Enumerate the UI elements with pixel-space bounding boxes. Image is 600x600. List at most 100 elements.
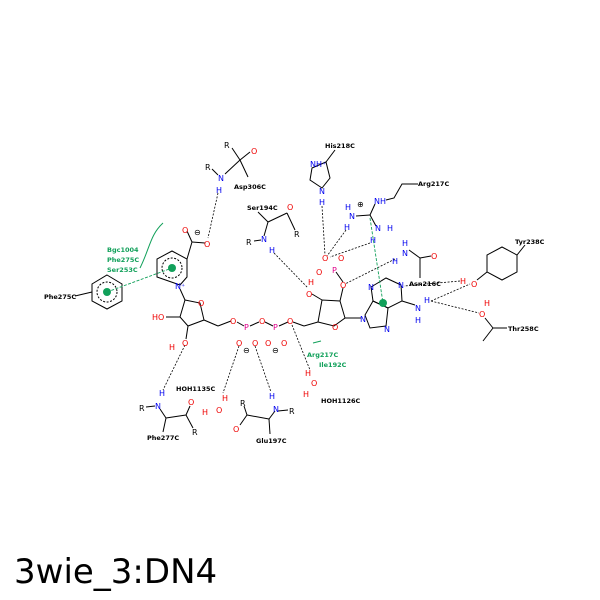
atom-r: R xyxy=(192,428,198,437)
ring-centroid xyxy=(103,288,111,296)
charge-minus: ⊖ xyxy=(243,346,250,355)
atom-o: O xyxy=(251,147,257,156)
atom-o: O xyxy=(259,317,265,326)
atom-r: R xyxy=(224,141,230,150)
atom-n: N xyxy=(375,224,381,233)
atom-o: O xyxy=(182,226,188,235)
hydrophobic-contour xyxy=(312,340,322,344)
atom-o: O xyxy=(281,339,287,348)
atom-h: H xyxy=(402,239,408,248)
hydrophobic-label: Ile192C xyxy=(319,361,347,369)
atom-h: H xyxy=(460,277,466,286)
atom-h: H xyxy=(269,392,275,401)
ring-centroid xyxy=(379,299,387,307)
atom-n: N xyxy=(415,304,421,313)
atom-h: H xyxy=(308,278,314,287)
residue-label-asp306: Asp306C xyxy=(234,183,266,191)
atom-h: H xyxy=(222,394,228,403)
atom-n: N xyxy=(155,402,161,411)
atom-p: P xyxy=(273,323,278,332)
atom-n: N xyxy=(349,212,355,221)
atom-h: H xyxy=(169,343,175,352)
atom-n: N xyxy=(402,249,408,258)
atom-o: O xyxy=(306,290,312,299)
atom-o: O xyxy=(182,339,188,348)
atom-h: H xyxy=(202,408,208,417)
residue-label-hoh1126: HOH1126C xyxy=(321,397,360,405)
atom-h: H xyxy=(319,198,325,207)
diagram-title: 3wie_3:DN4 xyxy=(14,552,218,592)
atom-n: N⁺ xyxy=(175,282,185,291)
atom-o: O xyxy=(322,254,328,263)
atom-n: N xyxy=(384,325,390,334)
ligand-bonds xyxy=(74,147,526,435)
atom-nh: NH xyxy=(374,197,386,206)
atom-labels: N⁺ O O ⊖ O HO O H O P O P O O O O O ⊖ ⊖ … xyxy=(139,141,490,437)
atom-o: O xyxy=(287,317,293,326)
atom-h: H xyxy=(484,299,490,308)
atom-o: O xyxy=(316,268,322,277)
atom-h: H xyxy=(424,296,430,305)
residue-label-glu197: Glu197C xyxy=(256,437,287,445)
residue-label-tyr238: Tyr238C xyxy=(515,238,545,246)
atom-o: O xyxy=(479,310,485,319)
atom-n: N xyxy=(360,315,366,324)
residue-label-asn216: Asn216C xyxy=(409,280,441,288)
residue-label-phe277: Phe277C xyxy=(147,434,179,442)
atom-o: O xyxy=(198,299,204,308)
hydrophobic-label: Arg217C xyxy=(307,351,338,359)
hydrophobic-label: Bgc1004 xyxy=(107,246,139,254)
residue-label-his218: His218C xyxy=(325,142,355,150)
atom-nh: NH⁺ xyxy=(310,160,326,169)
residue-label-phe275: Phe275C xyxy=(44,293,76,301)
atom-h: H xyxy=(269,246,275,255)
atom-h: H xyxy=(392,257,398,266)
atom-o: O xyxy=(236,339,242,348)
atom-o: O xyxy=(431,252,437,261)
residue-label-arg217: Arg217C xyxy=(418,180,449,188)
atom-h: H xyxy=(344,223,350,232)
atom-h: H xyxy=(370,236,376,245)
atom-h: H xyxy=(303,390,309,399)
atom-p: P xyxy=(244,323,249,332)
atom-n: N xyxy=(398,281,404,290)
charge-plus: ⊕ xyxy=(357,200,364,209)
atom-n: N xyxy=(261,235,267,244)
atom-n: N xyxy=(319,187,325,196)
charge-minus: ⊖ xyxy=(194,228,201,237)
atom-o: O xyxy=(332,323,338,332)
residue-labels: His218C Arg217C Asp306C Ser194C Tyr238C … xyxy=(44,142,545,445)
atom-ho: HO xyxy=(152,313,164,322)
atom-n: N xyxy=(273,405,279,414)
atom-r: R xyxy=(289,407,295,416)
ring-centroid xyxy=(168,264,176,272)
atom-h: H xyxy=(415,316,421,325)
atom-o: O xyxy=(338,254,344,263)
atom-n: N xyxy=(368,283,374,292)
hydrophobic-label: Phe275C xyxy=(107,256,139,264)
atom-r: R xyxy=(294,230,300,239)
atom-o: O xyxy=(340,281,346,290)
residue-label-thr258: Thr258C xyxy=(508,325,539,333)
atom-o: O xyxy=(233,425,239,434)
atom-o: O xyxy=(188,398,194,407)
atom-h: H xyxy=(159,389,165,398)
atom-n: N xyxy=(218,174,224,183)
atom-h: H xyxy=(387,224,393,233)
hydrophobic-contour xyxy=(139,222,164,269)
atom-h: H xyxy=(345,203,351,212)
residue-label-hoh1135: HOH1135C xyxy=(176,385,215,393)
atom-h: H xyxy=(305,369,311,378)
atom-o: O xyxy=(252,339,258,348)
residue-label-ser194: Ser194C xyxy=(247,204,278,212)
atom-o: O xyxy=(471,280,477,289)
atom-o: O xyxy=(204,240,210,249)
hydrophobic-label: Ser253C xyxy=(107,266,138,274)
charge-minus: ⊖ xyxy=(272,346,279,355)
atom-r: R xyxy=(246,238,252,247)
pi-interactions xyxy=(103,217,387,344)
atom-p: P xyxy=(332,266,337,275)
atom-o: O xyxy=(265,339,271,348)
